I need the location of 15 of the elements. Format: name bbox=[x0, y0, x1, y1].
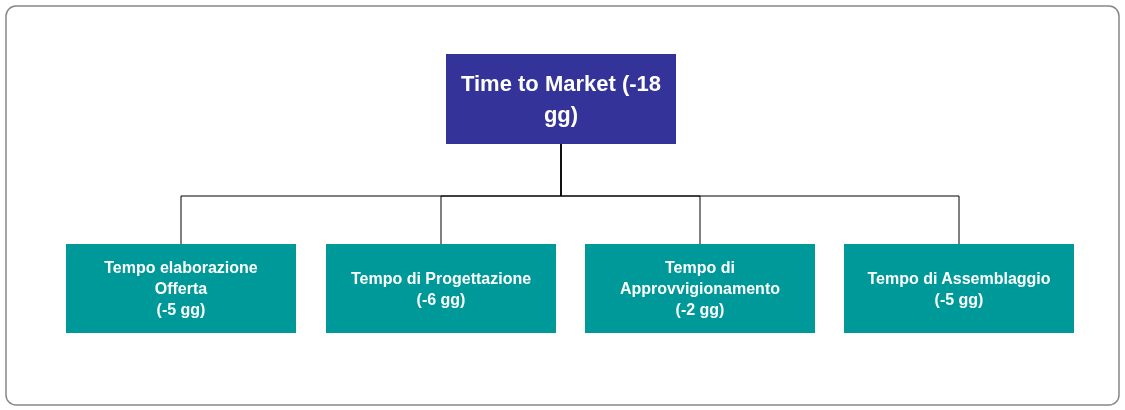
node-label: Tempo elaborazione Offerta bbox=[103, 258, 259, 299]
process-box bbox=[66, 244, 296, 333]
duration-label: (-5 gg) bbox=[934, 289, 984, 310]
node-label: Tempo di Progettazione bbox=[349, 268, 533, 289]
process-box bbox=[326, 244, 556, 333]
process-box bbox=[844, 244, 1074, 333]
process-box bbox=[585, 244, 815, 333]
duration-label: (-6 gg) bbox=[416, 289, 466, 310]
root-box bbox=[446, 54, 676, 144]
connector-line bbox=[560, 143, 960, 245]
duration-label: (-5 gg) bbox=[156, 300, 206, 320]
duration-label: (-2 gg) bbox=[675, 300, 725, 320]
node-label: Tempo di Assemblaggio bbox=[866, 268, 1052, 289]
node-label: Tempo di Approvvigionamento bbox=[619, 258, 781, 299]
node-label: Time to Market (-18 gg) bbox=[459, 70, 663, 129]
